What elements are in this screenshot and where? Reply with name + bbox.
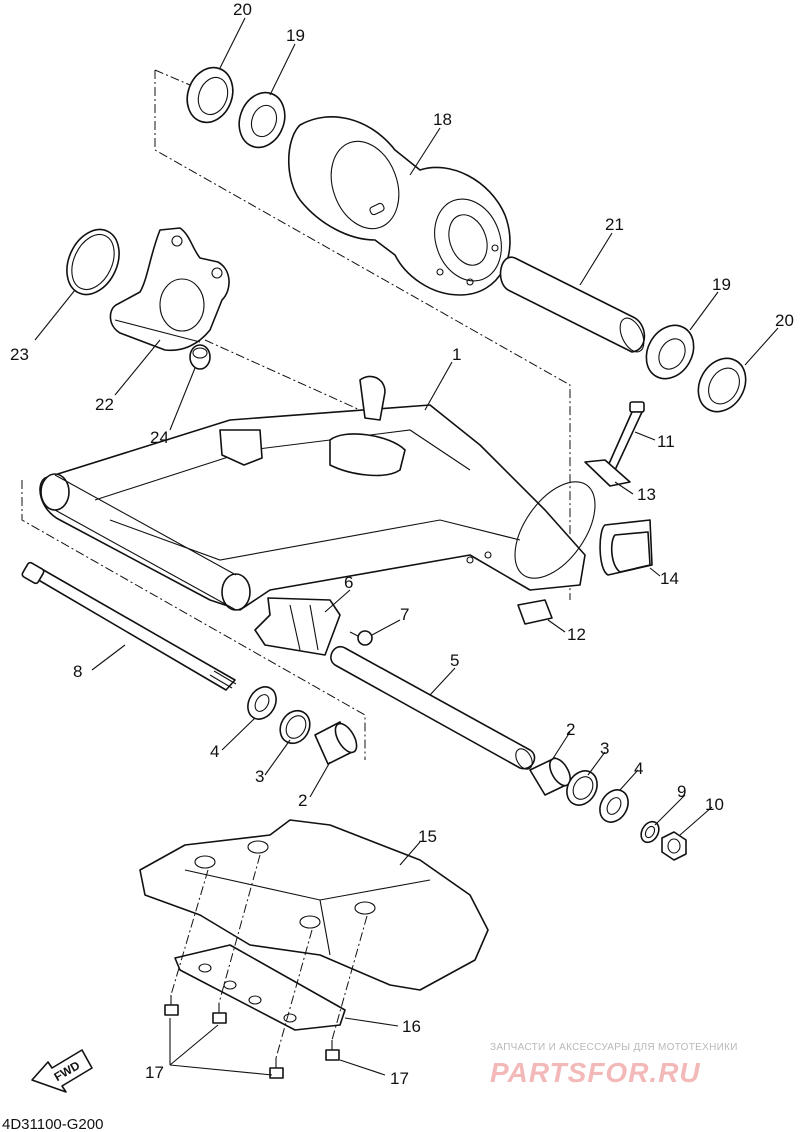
callout-12: 12 (567, 625, 586, 644)
callout-16: 16 (402, 1017, 421, 1036)
swingarm-1 (39, 375, 596, 611)
assembly-guide-lines (21, 69, 571, 760)
callout-22: 22 (95, 395, 114, 414)
oil-seal-20-top (186, 66, 234, 124)
callout-21: 21 (605, 215, 624, 234)
washer-4-right (599, 789, 629, 823)
nut-10 (661, 831, 687, 861)
leader-lines (34, 17, 779, 1076)
oil-seal-20-right (697, 357, 747, 413)
nut-12 (517, 599, 553, 625)
callout-23: 23 (10, 345, 29, 364)
bearing-2-left (314, 721, 358, 765)
caliper-bracket-22 (109, 227, 230, 352)
watermark-tagline: ЗАПЧАСТИ И АКСЕССУАРЫ ДЛЯ МОТОТЕХНИКИ (490, 1042, 738, 1053)
watermark-brand: PARTSFOR.RU (490, 1057, 701, 1088)
plate-16 (174, 944, 346, 1031)
oil-seal-3-left (279, 709, 311, 745)
washer-4-left (247, 686, 277, 720)
circlip-23 (66, 228, 120, 296)
callout-9: 9 (677, 782, 686, 801)
callout-10: 10 (705, 795, 724, 814)
collar-21 (499, 256, 646, 353)
callout-2-right: 2 (566, 720, 575, 739)
callout-17-left: 17 (145, 1063, 164, 1082)
callout-2-left: 2 (298, 791, 307, 810)
callout-11: 11 (657, 432, 675, 451)
watermark: ЗАПЧАСТИ И АКСЕССУАРЫ ДЛЯ МОТОТЕХНИКИ PA… (490, 1042, 738, 1088)
callout-20-right: 20 (775, 311, 794, 330)
callout-4-left: 4 (210, 742, 219, 761)
callout-4-right: 4 (634, 759, 643, 778)
eccentric-hub-18 (287, 116, 511, 296)
plate-13 (584, 459, 631, 487)
bearing-19-top (238, 91, 286, 149)
callout-7: 7 (400, 605, 409, 624)
bolt-11 (607, 401, 645, 471)
bearing-19-right (645, 324, 695, 380)
callout-1: 1 (452, 345, 461, 364)
callout-15: 15 (418, 827, 437, 846)
callout-17-right: 17 (390, 1069, 409, 1088)
diagram-code: 4D31100-G200 (2, 1116, 103, 1132)
fwd-arrow-icon: FWD (31, 1049, 93, 1093)
cover-6 (254, 597, 341, 656)
bolts-17 (164, 995, 340, 1079)
callout-19-top: 19 (286, 26, 305, 45)
callout-8: 8 (73, 662, 82, 681)
guard-15 (139, 819, 489, 991)
callout-24: 24 (150, 428, 169, 447)
bush-24 (189, 344, 211, 370)
washer-9 (640, 820, 660, 844)
callout-20-top: 20 (233, 0, 252, 19)
callout-19-right: 19 (712, 275, 731, 294)
callout-3-left: 3 (255, 767, 264, 786)
callout-18: 18 (433, 110, 452, 129)
oil-seal-3-right (566, 770, 598, 806)
callout-5: 5 (450, 651, 459, 670)
callout-6: 6 (344, 573, 353, 592)
damper-14 (599, 519, 653, 576)
callout-13: 13 (637, 485, 656, 504)
callout-labels: 20 19 18 21 19 20 23 22 24 1 11 13 14 12… (10, 0, 794, 1088)
callout-3-right: 3 (600, 739, 609, 758)
callout-14: 14 (660, 569, 679, 588)
screw-7 (349, 630, 373, 646)
collar-5 (330, 645, 536, 770)
pivot-shaft-8 (21, 561, 237, 691)
